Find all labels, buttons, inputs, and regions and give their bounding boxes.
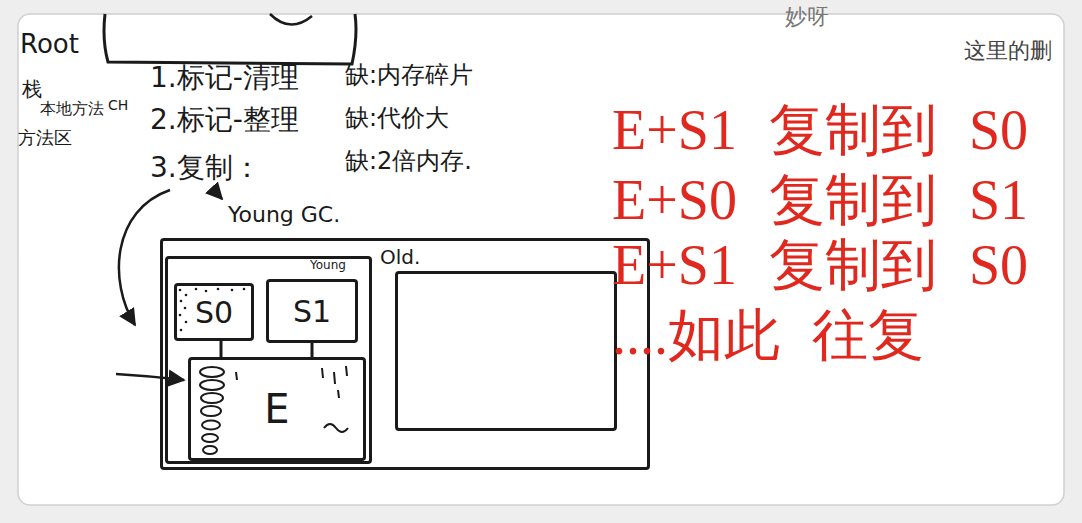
dot	[180, 300, 183, 303]
dot	[185, 321, 188, 324]
slide-card	[18, 14, 1064, 505]
mark	[322, 368, 323, 378]
drawback-note: 缺:代价大	[345, 105, 449, 133]
survivor-box: S1	[266, 279, 358, 343]
box-label: S0	[195, 296, 233, 329]
connector-line	[311, 343, 314, 357]
mark	[334, 372, 335, 384]
copy-rule: E+S1 复制到 S0	[612, 233, 1028, 297]
dot	[195, 288, 198, 291]
region-label: Young	[310, 259, 346, 272]
object-oval	[201, 406, 221, 416]
heap-box: Young GC.YoungS0S1EOld.	[160, 238, 650, 470]
mark	[346, 366, 347, 376]
eden-box: E	[188, 357, 366, 461]
eden-arrow	[116, 374, 184, 380]
young-gc-arrow	[212, 188, 222, 199]
algorithm-note: 1.标记-清理	[150, 62, 299, 94]
algorithm-note: 3.复制：	[150, 152, 261, 184]
note-text: 栈	[22, 78, 42, 101]
drawback-note: 缺:2倍内存.	[345, 148, 472, 176]
dot	[243, 288, 246, 291]
object-oval	[200, 380, 224, 390]
old-region-box: Old.	[395, 271, 617, 431]
drawback-note: 缺:内存碎片	[345, 62, 473, 90]
survivor-box: S0	[174, 283, 254, 341]
young-region: YoungS0 S1E	[165, 256, 372, 464]
mark	[338, 390, 339, 398]
object-oval	[203, 446, 217, 454]
copy-rule: ....如此 往复	[612, 303, 924, 367]
dot	[205, 290, 208, 293]
dot	[217, 288, 220, 291]
dot	[231, 289, 234, 292]
note-text: 方法区	[18, 128, 72, 149]
dot	[179, 289, 182, 292]
algorithm-note: 2.标记-整理	[150, 104, 299, 136]
squiggle	[324, 424, 348, 432]
heap-heading: Young GC.	[228, 203, 340, 227]
connector-line	[220, 341, 223, 357]
mark	[236, 372, 237, 380]
note-text: CH	[108, 97, 128, 113]
partial-box	[104, 14, 356, 64]
object-oval	[202, 434, 218, 442]
note-text: Root	[20, 30, 79, 60]
copy-rule: E+S1 复制到 S0	[612, 98, 1028, 162]
subtitle-fragment: 这里的删	[964, 38, 1052, 63]
region-label: Old.	[380, 246, 420, 268]
dot	[184, 307, 187, 310]
object-ovals	[200, 367, 224, 454]
dot	[179, 314, 182, 317]
object-oval	[201, 393, 223, 403]
copy-rule: E+S0 复制到 S1	[612, 168, 1028, 232]
note-text: 本地方法	[40, 100, 104, 118]
danmaku-comment: 妙呀	[785, 4, 829, 29]
s0-dots	[179, 288, 246, 332]
dot	[180, 329, 183, 332]
object-oval	[200, 367, 224, 377]
eden-marks	[236, 366, 348, 432]
partial-curve	[270, 14, 312, 25]
box-label: E	[264, 387, 289, 431]
object-oval	[202, 421, 220, 430]
dot	[185, 294, 188, 297]
box-label: S1	[293, 295, 331, 328]
